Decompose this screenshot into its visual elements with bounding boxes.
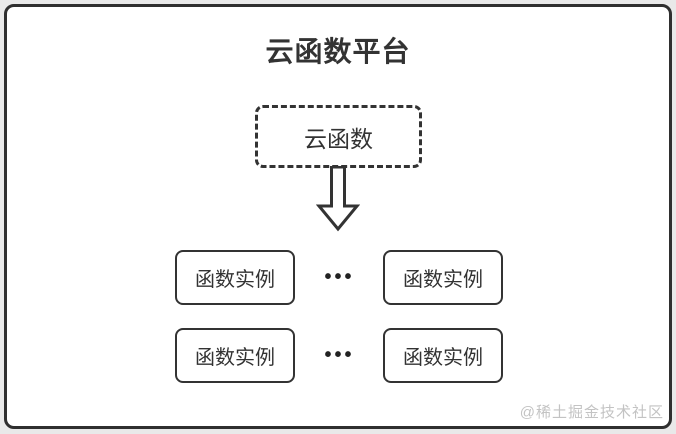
cloud-function-box: 云函数: [255, 105, 422, 168]
watermark-text: @稀土掘金技术社区: [519, 404, 664, 421]
function-instance-label: 函数实例: [195, 347, 275, 369]
function-instance-box: 函数实例: [383, 250, 503, 305]
function-instance-box: 函数实例: [175, 328, 295, 383]
function-instance-box: 函数实例: [175, 250, 295, 305]
ellipsis-row-1: •••: [324, 266, 355, 288]
function-instance-label: 函数实例: [403, 269, 483, 291]
diagram-title: 云函数平台: [265, 36, 411, 67]
ellipsis-row-2: •••: [324, 344, 355, 366]
function-instance-label: 函数实例: [195, 269, 275, 291]
down-arrow-icon: [316, 166, 360, 232]
function-instance-box: 函数实例: [383, 328, 503, 383]
function-instance-label: 函数实例: [403, 347, 483, 369]
cloud-function-label: 云函数: [304, 125, 373, 152]
